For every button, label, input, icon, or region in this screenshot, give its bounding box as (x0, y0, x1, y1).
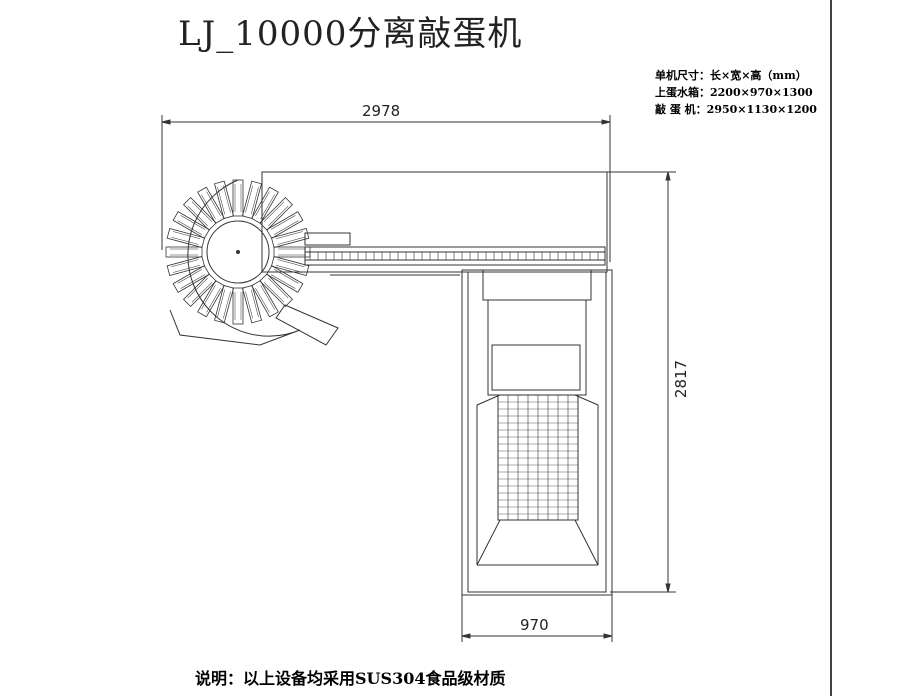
spec-row: 敲 蛋 机：2950×1130×1200 (655, 101, 817, 118)
breaker-cup (197, 186, 225, 224)
breaker-cup (270, 228, 310, 249)
breaker-cup (182, 273, 217, 308)
breaker-cup (270, 255, 310, 276)
width-dimension-label: 2978 (362, 102, 401, 120)
breaker-cup (266, 211, 304, 239)
breaker-cup (232, 179, 244, 217)
frame-outline (261, 171, 608, 273)
spec-value: 长×宽×高（mm） (710, 69, 807, 82)
breaker-cup (182, 196, 217, 231)
spec-label: 上蛋水箱： (655, 86, 710, 99)
spec-row: 上蛋水箱：2200×970×1300 (655, 84, 817, 101)
breaker-cup (214, 284, 235, 324)
spec-label: 敲 蛋 机： (655, 103, 707, 116)
conveyor (304, 232, 606, 276)
spec-value: 2950×1130×1200 (706, 103, 817, 116)
discharge-chute (275, 304, 339, 346)
breaker-cup (172, 265, 210, 293)
breaker-cup (259, 273, 294, 308)
breaker-cup (232, 287, 244, 325)
breaker-cup (259, 196, 294, 231)
breaker-cup (251, 280, 279, 318)
spec-value: 2200×970×1300 (710, 86, 813, 99)
tank-width-dimension (461, 595, 613, 642)
drawing-title: LJ_10000分离敲蛋机 (178, 14, 523, 54)
egg-tank (461, 269, 613, 596)
breaker-cup (241, 284, 262, 324)
spec-row: 单机尺寸：长×宽×高（mm） (655, 67, 817, 84)
breaker-wheel (165, 179, 311, 346)
breaker-cup (165, 246, 203, 258)
tank-width-dimension-label: 970 (520, 616, 549, 634)
breaker-cup (266, 265, 304, 293)
footer-note: 说明：以上设备均采用SUS304食品级材质 (195, 669, 506, 688)
breaker-cup (241, 180, 262, 220)
spec-table: 单机尺寸：长×宽×高（mm） 上蛋水箱：2200×970×1300 敲 蛋 机：… (655, 67, 817, 118)
breaker-cup (197, 280, 225, 318)
spec-label: 单机尺寸： (655, 69, 710, 82)
breaker-cup (166, 255, 206, 276)
breaker-cup (172, 211, 210, 239)
depth-dimension (335, 171, 676, 593)
depth-dimension-label: 2817 (672, 359, 691, 399)
breaker-cup (214, 180, 235, 220)
width-dimension (161, 115, 611, 262)
breaker-cup (251, 186, 279, 224)
breaker-cup (166, 228, 206, 249)
